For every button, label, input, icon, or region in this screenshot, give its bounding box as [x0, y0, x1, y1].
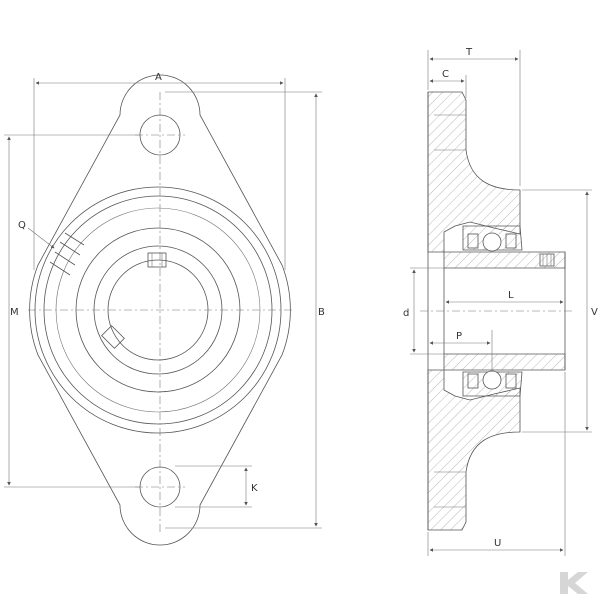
dim-label-K: K [251, 483, 258, 494]
dim-label-A: A [155, 72, 162, 83]
ball-lower [482, 370, 502, 390]
set-screw-top [147, 252, 167, 268]
set-screw-left [101, 325, 125, 349]
front-view: A B M Q K [4, 72, 325, 546]
flange-section-upper [427, 91, 521, 253]
lubrication-marks [49, 232, 85, 276]
dim-label-P: P [456, 331, 462, 342]
dim-label-Q: Q [18, 220, 26, 231]
dim-label-L: L [508, 290, 514, 301]
dim-label-T: T [465, 47, 473, 58]
dim-label-d: d [403, 308, 409, 319]
dim-label-M: M [10, 307, 19, 318]
side-view: T C V L d P U [403, 47, 598, 556]
inner-ring-lower [443, 353, 566, 371]
dim-label-U: U [494, 538, 501, 549]
ball-upper [482, 232, 502, 252]
dim-label-B: B [318, 307, 325, 318]
brand-logo [560, 572, 588, 594]
flange-section-lower [427, 369, 521, 531]
dim-label-C: C [442, 69, 449, 80]
flange-outline [29, 74, 291, 546]
dim-label-V: V [591, 307, 598, 318]
